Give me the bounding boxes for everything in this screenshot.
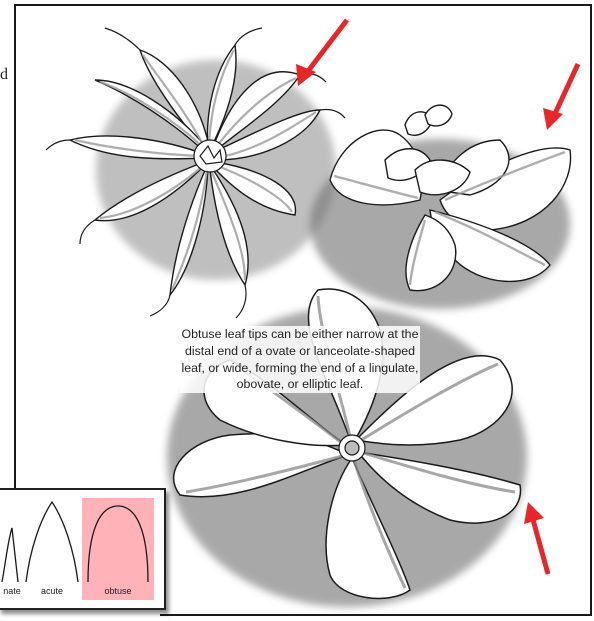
tip-label-acute: acute: [22, 586, 82, 596]
arrow-icon-flower: [524, 502, 548, 574]
acute-tip-shape: [26, 502, 78, 582]
arrow-icon-rosette: [296, 20, 347, 86]
obtuse-tip-shape: [88, 506, 148, 582]
succulent-plant-rounded-leaves: [310, 105, 571, 309]
caption-text: Obtuse leaf tips can be either narrow at…: [180, 326, 420, 393]
nate-tip-shape: [2, 528, 18, 582]
tip-label-obtuse: obtuse: [88, 586, 148, 596]
leaf-tip-legend: nate acute obtuse: [0, 488, 166, 610]
arrow-icon-succulent: [543, 64, 578, 130]
